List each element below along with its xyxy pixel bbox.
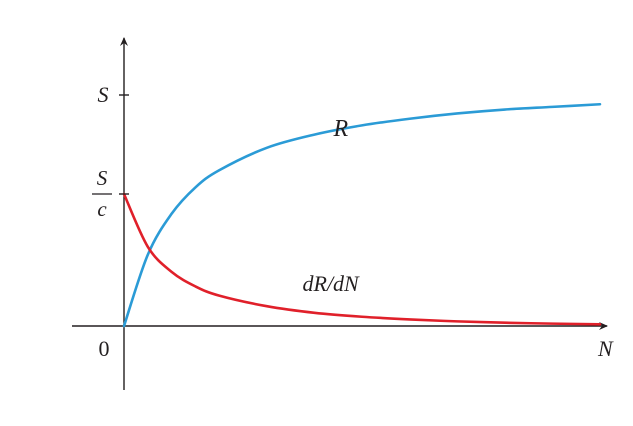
series-line-0 xyxy=(122,102,602,328)
series-layer xyxy=(122,102,602,328)
x-axis-label: N xyxy=(597,336,614,361)
y-tick-label-num: S xyxy=(97,166,108,190)
series-label-dRdN: dR/dN xyxy=(303,271,361,296)
series-label-R: R xyxy=(332,116,348,142)
x-tick-label-0: 0 xyxy=(99,336,110,361)
y-tick-label-1: S xyxy=(98,82,109,107)
labels-layer: N RdR/dN xyxy=(303,116,615,361)
y-tick-label-den: c xyxy=(97,197,107,221)
series-line-1 xyxy=(122,192,602,326)
axes xyxy=(72,37,608,390)
